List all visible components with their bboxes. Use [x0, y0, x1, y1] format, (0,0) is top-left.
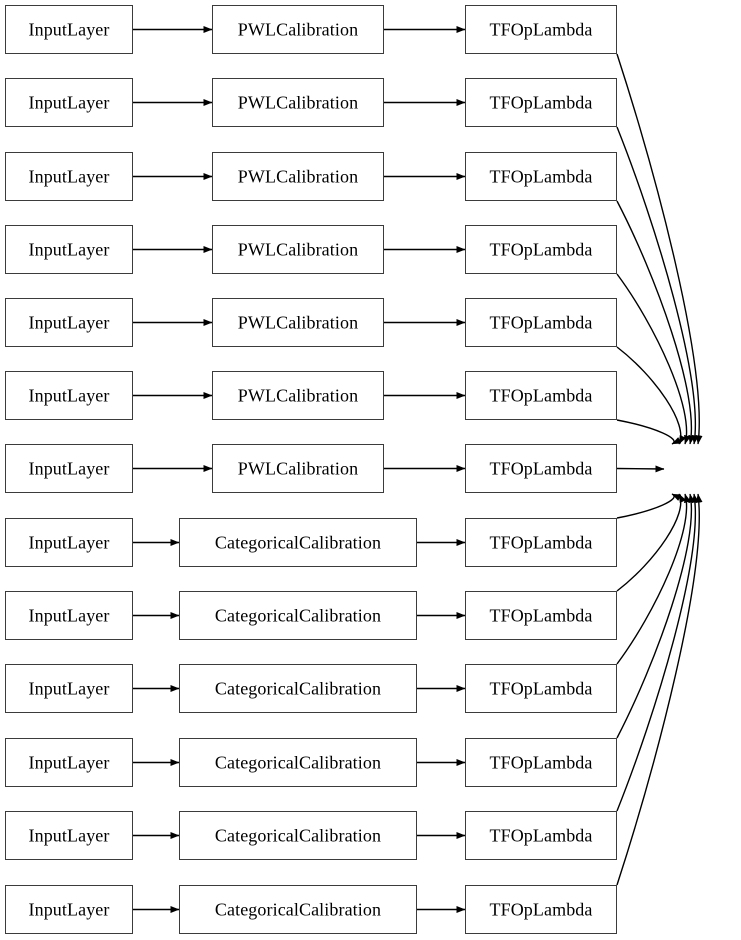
node-tf-op-lambda-12[interactable]: TFOpLambda [465, 811, 617, 860]
node-tf-op-lambda-label: TFOpLambda [489, 605, 593, 625]
node-input-layer-label: InputLayer [28, 19, 110, 39]
node-input-layer-4[interactable]: InputLayer [5, 225, 133, 274]
node-input-layer-label: InputLayer [28, 239, 110, 259]
node-calibration-label: PWLCalibration [237, 92, 359, 112]
node-calibration-label: CategoricalCalibration [214, 532, 382, 552]
node-calibration-label: CategoricalCalibration [214, 605, 382, 625]
node-input-layer-6[interactable]: InputLayer [5, 371, 133, 420]
node-input-layer-label: InputLayer [28, 605, 110, 625]
node-tf-op-lambda-5[interactable]: TFOpLambda [465, 298, 617, 347]
node-calibration-10[interactable]: CategoricalCalibration [179, 664, 417, 713]
node-tf-op-lambda-label: TFOpLambda [489, 678, 593, 698]
node-tf-op-lambda-11[interactable]: TFOpLambda [465, 738, 617, 787]
node-tf-op-lambda-label: TFOpLambda [489, 899, 593, 919]
node-input-layer-label: InputLayer [28, 385, 110, 405]
node-input-layer-13[interactable]: InputLayer [5, 885, 133, 934]
node-calibration-13[interactable]: CategoricalCalibration [179, 885, 417, 934]
node-tf-op-lambda-label: TFOpLambda [489, 752, 593, 772]
node-input-layer-5[interactable]: InputLayer [5, 298, 133, 347]
node-input-layer-2[interactable]: InputLayer [5, 78, 133, 127]
node-tf-op-lambda-7[interactable]: TFOpLambda [465, 444, 617, 493]
node-input-layer-3[interactable]: InputLayer [5, 152, 133, 201]
node-tf-op-lambda-3[interactable]: TFOpLambda [465, 152, 617, 201]
node-calibration-1[interactable]: PWLCalibration [212, 5, 384, 54]
node-calibration-label: PWLCalibration [237, 312, 359, 332]
node-input-layer-8[interactable]: InputLayer [5, 518, 133, 567]
node-calibration-6[interactable]: PWLCalibration [212, 371, 384, 420]
node-input-layer-label: InputLayer [28, 166, 110, 186]
node-tf-op-lambda-label: TFOpLambda [489, 825, 593, 845]
node-input-layer-10[interactable]: InputLayer [5, 664, 133, 713]
node-input-layer-12[interactable]: InputLayer [5, 811, 133, 860]
node-tf-op-lambda-label: TFOpLambda [489, 458, 593, 478]
node-tf-op-lambda-13[interactable]: TFOpLambda [465, 885, 617, 934]
node-calibration-label: PWLCalibration [237, 239, 359, 259]
node-calibration-label: PWLCalibration [237, 166, 359, 186]
node-input-layer-label: InputLayer [28, 532, 110, 552]
node-tf-op-lambda-label: TFOpLambda [489, 166, 593, 186]
node-tf-op-lambda-9[interactable]: TFOpLambda [465, 591, 617, 640]
node-input-layer-9[interactable]: InputLayer [5, 591, 133, 640]
node-tf-op-lambda-label: TFOpLambda [489, 19, 593, 39]
node-tf-op-lambda-label: TFOpLambda [489, 385, 593, 405]
node-calibration-2[interactable]: PWLCalibration [212, 78, 384, 127]
node-tf-op-lambda-label: TFOpLambda [489, 312, 593, 332]
node-calibration-label: CategoricalCalibration [214, 752, 382, 772]
node-calibration-label: CategoricalCalibration [214, 825, 382, 845]
node-input-layer-label: InputLayer [28, 678, 110, 698]
node-input-layer-label: InputLayer [28, 92, 110, 112]
node-calibration-label: CategoricalCalibration [214, 678, 382, 698]
node-calibration-label: PWLCalibration [237, 385, 359, 405]
node-calibration-9[interactable]: CategoricalCalibration [179, 591, 417, 640]
node-tf-op-lambda-8[interactable]: TFOpLambda [465, 518, 617, 567]
node-input-layer-label: InputLayer [28, 312, 110, 332]
node-input-layer-1[interactable]: InputLayer [5, 5, 133, 54]
node-tf-op-lambda-label: TFOpLambda [489, 92, 593, 112]
node-calibration-5[interactable]: PWLCalibration [212, 298, 384, 347]
node-input-layer-label: InputLayer [28, 899, 110, 919]
node-tf-op-lambda-2[interactable]: TFOpLambda [465, 78, 617, 127]
node-input-layer-label: InputLayer [28, 458, 110, 478]
node-calibration-label: PWLCalibration [237, 458, 359, 478]
node-calibration-11[interactable]: CategoricalCalibration [179, 738, 417, 787]
node-tf-op-lambda-label: TFOpLambda [489, 532, 593, 552]
node-calibration-label: CategoricalCalibration [214, 899, 382, 919]
node-input-layer-7[interactable]: InputLayer [5, 444, 133, 493]
node-calibration-3[interactable]: PWLCalibration [212, 152, 384, 201]
node-input-layer-11[interactable]: InputLayer [5, 738, 133, 787]
node-tf-op-lambda-4[interactable]: TFOpLambda [465, 225, 617, 274]
node-calibration-12[interactable]: CategoricalCalibration [179, 811, 417, 860]
node-calibration-4[interactable]: PWLCalibration [212, 225, 384, 274]
node-input-layer-label: InputLayer [28, 752, 110, 772]
node-calibration-label: PWLCalibration [237, 19, 359, 39]
node-tf-op-lambda-1[interactable]: TFOpLambda [465, 5, 617, 54]
node-calibration-8[interactable]: CategoricalCalibration [179, 518, 417, 567]
node-tf-op-lambda-6[interactable]: TFOpLambda [465, 371, 617, 420]
node-tf-op-lambda-label: TFOpLambda [489, 239, 593, 259]
node-calibration-7[interactable]: PWLCalibration [212, 444, 384, 493]
node-tf-op-lambda-10[interactable]: TFOpLambda [465, 664, 617, 713]
node-input-layer-label: InputLayer [28, 825, 110, 845]
